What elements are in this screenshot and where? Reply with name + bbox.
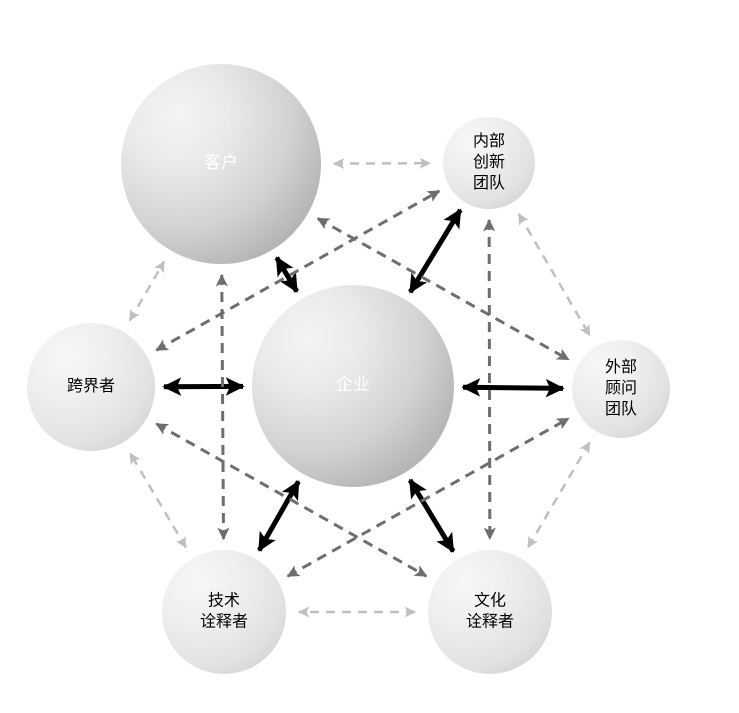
- edge-enterprise-internal: [408, 208, 463, 294]
- node-circle-culture-interpreter[interactable]: [428, 550, 552, 674]
- node-label-enterprise: 企业: [336, 375, 370, 394]
- node-circle-internal-innovation-team[interactable]: [443, 117, 535, 209]
- node-label-customer: 客户: [204, 153, 238, 172]
- node-boundary-spanner[interactable]: 跨界者: [27, 323, 155, 451]
- node-circle-technology-interpreter[interactable]: [162, 550, 286, 674]
- edge-boundary-customer: [128, 260, 166, 322]
- node-customer[interactable]: 客户: [121, 64, 321, 264]
- edges-layer: [128, 157, 591, 618]
- edge-internal-culture: [483, 218, 496, 541]
- node-label-culture-interpreter: 文化诠释者: [466, 592, 514, 631]
- edge-boundary-internal: [155, 189, 441, 352]
- edge-customer-external: [316, 217, 570, 361]
- edge-internal-external: [517, 213, 591, 337]
- node-internal-innovation-team[interactable]: 内部创新团队: [443, 117, 535, 209]
- node-label-technology-interpreter: 技术诠释者: [200, 592, 248, 631]
- node-label-external-consultant-team: 外部顾问团队: [605, 358, 637, 418]
- node-enterprise[interactable]: 企业: [252, 285, 454, 487]
- edge-enterprise-culture: [407, 478, 456, 553]
- node-circle-external-consultant-team[interactable]: [572, 340, 670, 438]
- node-circle-customer[interactable]: [121, 64, 321, 264]
- edge-enterprise-external: [461, 378, 565, 398]
- node-label-internal-innovation-team: 内部创新团队: [473, 132, 505, 192]
- edge-technology-external: [286, 417, 570, 578]
- node-circle-boundary-spanner[interactable]: [27, 323, 155, 451]
- node-external-consultant-team[interactable]: 外部顾问团队: [572, 340, 670, 438]
- node-technology-interpreter[interactable]: 技术诠释者: [162, 550, 286, 674]
- node-circle-enterprise[interactable]: [252, 285, 454, 487]
- edge-technology-boundary: [129, 452, 187, 549]
- node-culture-interpreter[interactable]: 文化诠释者: [428, 550, 552, 674]
- node-label-boundary-spanner: 跨界者: [67, 377, 115, 395]
- edge-external-culture: [526, 441, 591, 549]
